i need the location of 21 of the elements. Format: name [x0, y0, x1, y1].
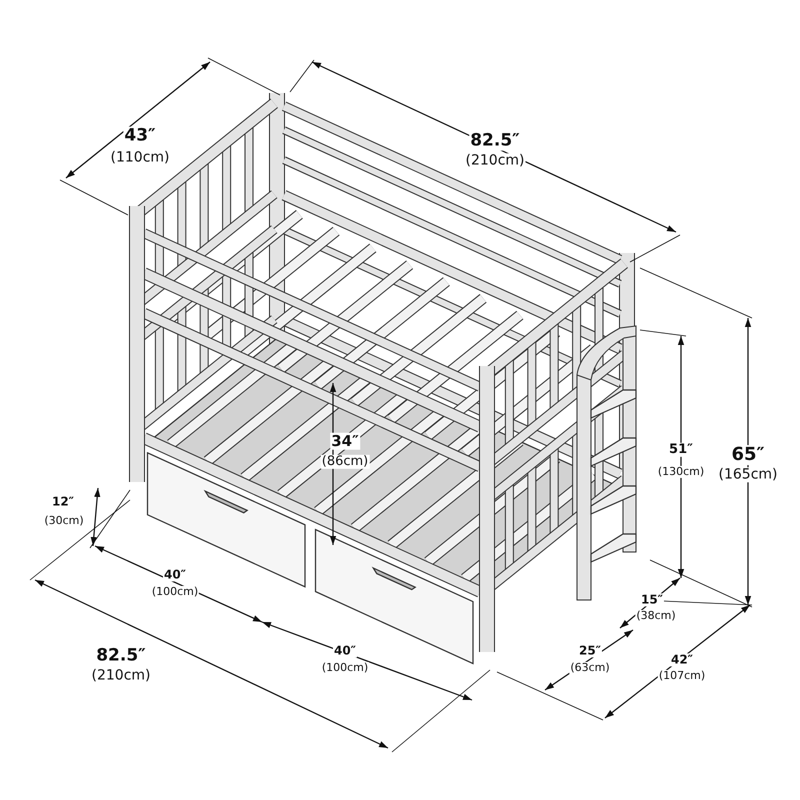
dimension-label: 65″	[730, 445, 766, 465]
dimension-label: 15″	[640, 593, 664, 607]
dimension-label: (210cm)	[90, 668, 152, 684]
dimension-label: (38cm)	[635, 610, 677, 622]
dimension-label: (30cm)	[43, 514, 85, 528]
dimension-label: (63cm)	[569, 662, 611, 674]
dimension-label: 34″	[330, 432, 360, 450]
dimension-label: 51″	[668, 442, 694, 458]
dimension-label: (86cm)	[320, 454, 370, 470]
dimension-label: 25″	[578, 644, 602, 658]
dimension-label: (107cm)	[658, 670, 706, 682]
dimension-label: 82.5″	[469, 132, 521, 150]
dimension-label: (210cm)	[464, 153, 526, 169]
dimension-label: (100cm)	[320, 662, 370, 674]
dimension-label: (100cm)	[150, 586, 200, 598]
dimension-label: 42″	[670, 653, 694, 667]
dimension-label: 40″	[162, 568, 188, 582]
dimension-label: (130cm)	[656, 466, 706, 478]
dimension-label: (110cm)	[110, 150, 170, 166]
dimension-label: (165cm)	[718, 467, 778, 483]
dimension-label: 40″	[332, 644, 358, 658]
